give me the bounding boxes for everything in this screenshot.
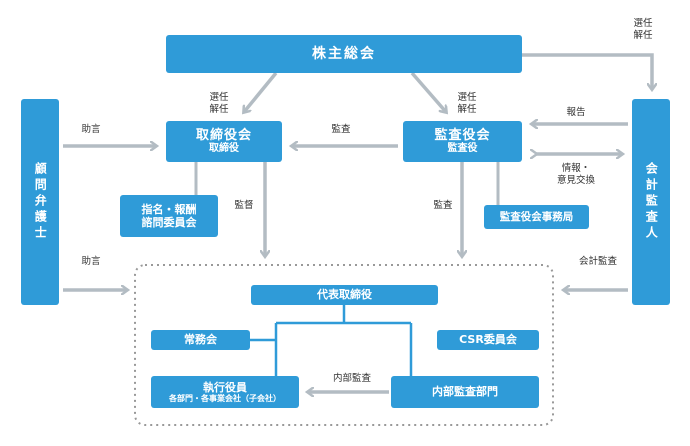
elect-mid-line2: 解任 [457, 103, 477, 115]
elect-label-left: 選任 解任 [204, 92, 234, 116]
accounting-auditor-box: 会計監査人 [632, 99, 670, 305]
info-exchange-label: 情報・ 意見交換 [551, 163, 601, 187]
elect-label-mid: 選任 解任 [452, 92, 482, 116]
csr-committee-label: CSR委員会 [459, 333, 517, 347]
internal-audit-dept-label: 内部監査部門 [432, 385, 498, 399]
audit-arrow-label: 監査 [331, 124, 351, 135]
arrow-elect-board [244, 71, 278, 112]
audit-down-label: 監査 [433, 200, 453, 211]
elect-left-line1: 選任 [209, 92, 229, 103]
accounting-audit-label: 会計監査 [578, 256, 617, 267]
arrow-elect-audit [410, 71, 446, 112]
elect-label-right: 選任 解任 [628, 18, 658, 42]
board-subtitle: 取締役 [209, 143, 239, 155]
elect-left-line2: 解任 [209, 103, 229, 115]
csr-committee-box: CSR委員会 [437, 330, 539, 350]
legal-advisor-label: 顧問弁護士 [33, 162, 48, 242]
internal-audit-label: 内部監査 [332, 373, 371, 384]
elect-right-line2: 解任 [633, 29, 653, 41]
advice-label-bottom: 助言 [81, 256, 101, 267]
representative-director-box: 代表取締役 [251, 285, 438, 305]
report-label: 報告 [566, 107, 586, 118]
arrow-elect-accounting [522, 53, 652, 89]
audit-office-label: 監査役会事務局 [499, 210, 574, 223]
executive-officers-title: 執行役員 [203, 380, 247, 394]
execution-frame [134, 264, 554, 426]
accounting-auditor-label: 会計監査人 [644, 162, 659, 242]
executive-officers-box: 執行役員 各部門・各事業会社（子会社） [151, 376, 299, 408]
elect-right-line1: 選任 [633, 18, 653, 29]
audit-board-title: 監査役会 [434, 127, 491, 143]
internal-audit-dept-box: 内部監査部門 [391, 376, 539, 408]
shareholders-meeting-box: 株主総会 [166, 35, 522, 73]
audit-board-subtitle: 監査役 [447, 143, 478, 155]
nomination-committee-box: 指名・報酬 諮問委員会 [120, 195, 218, 237]
executive-committee-box: 常務会 [151, 330, 250, 350]
board-of-directors-box: 取締役会 取締役 [166, 121, 282, 162]
supervise-label: 監督 [234, 200, 254, 211]
audit-office-box: 監査役会事務局 [484, 205, 589, 229]
nomination-line1: 指名・報酬 [141, 202, 197, 216]
audit-board-box: 監査役会 監査役 [403, 121, 522, 162]
nomination-line2: 諮問委員会 [141, 216, 197, 229]
legal-advisor-box: 顧問弁護士 [21, 99, 59, 305]
executive-officers-subtitle: 各部門・各事業会社（子会社） [169, 393, 281, 403]
shareholders-meeting-label: 株主総会 [312, 45, 376, 62]
info-line2: 意見交換 [556, 174, 595, 186]
advice-label-top: 助言 [81, 124, 101, 135]
elect-mid-line1: 選任 [457, 92, 477, 103]
executive-committee-label: 常務会 [184, 333, 217, 347]
representative-director-label: 代表取締役 [317, 288, 372, 302]
info-line1: 情報・ [561, 163, 591, 174]
board-title: 取締役会 [195, 127, 252, 143]
